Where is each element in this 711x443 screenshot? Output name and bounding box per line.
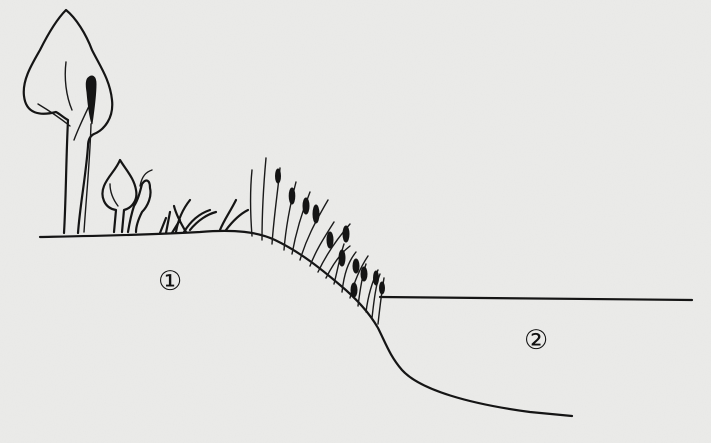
zone-label-water: ② [524, 327, 548, 354]
zone-label-land: ① [158, 268, 182, 295]
